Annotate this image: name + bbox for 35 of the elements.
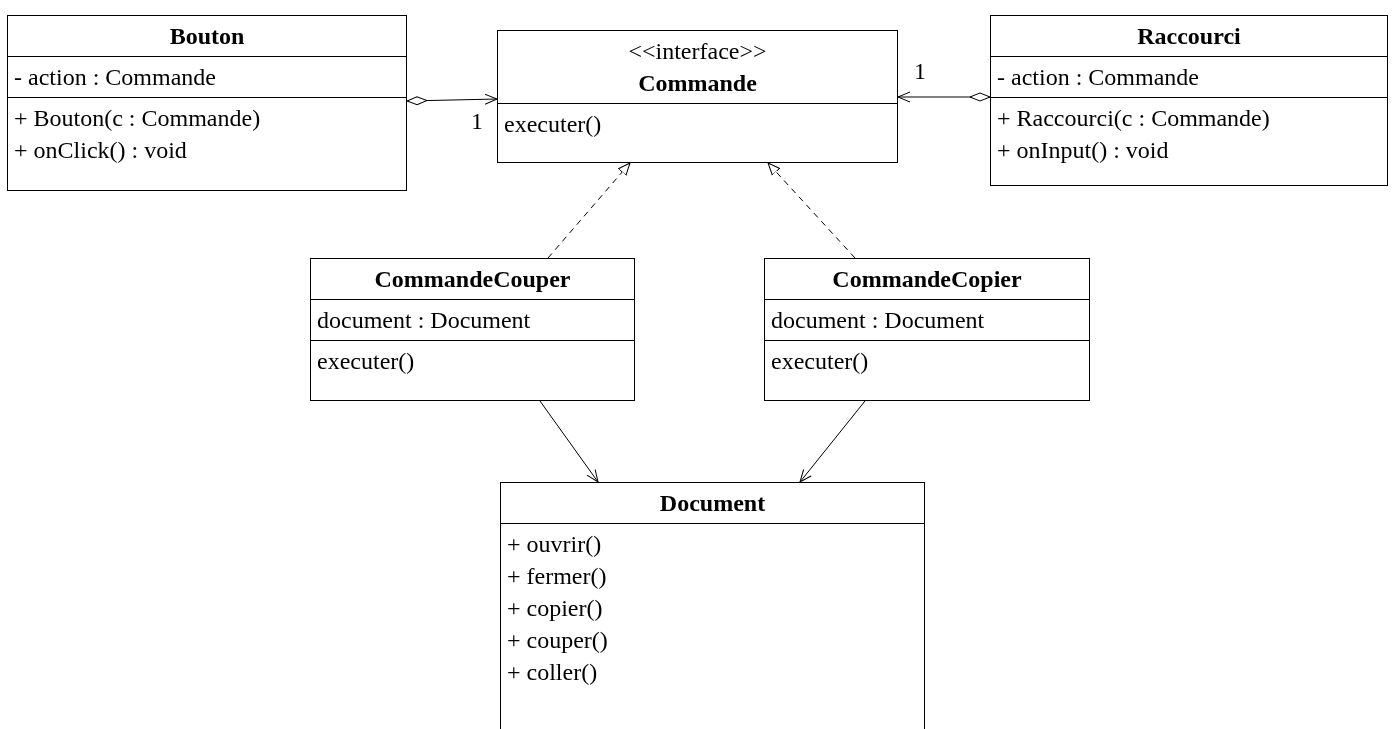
- class-box: [500, 482, 925, 729]
- method-text: + onInput() : void: [997, 136, 1170, 165]
- class-box: [310, 258, 635, 401]
- attribute-text: - action : Commande: [997, 63, 1200, 92]
- method-text: + Bouton(c : Commande): [14, 104, 262, 133]
- attribute-text: document : Document: [317, 306, 532, 335]
- method-text: + onClick() : void: [14, 136, 188, 165]
- class-box: [7, 15, 407, 191]
- class-name: Bouton: [168, 22, 246, 51]
- method-text: + couper(): [507, 626, 609, 655]
- method-text: + ouvrir(): [507, 530, 603, 559]
- realization-arrow: [767, 162, 856, 259]
- realization-arrow: [547, 162, 631, 259]
- method-text: + copier(): [507, 594, 604, 623]
- aggregation-arrow: [897, 91, 991, 103]
- method-text: + fermer(): [507, 562, 608, 591]
- class-name: Commande: [637, 69, 758, 98]
- class-name: Document: [658, 489, 767, 518]
- association-arrow: [539, 400, 599, 483]
- method-text: + coller(): [507, 658, 599, 687]
- method-text: executer(): [317, 347, 416, 376]
- aggregation-arrow: [406, 93, 498, 106]
- stereotype-text: <<interface>>: [627, 37, 768, 66]
- class-name: CommandeCopier: [831, 265, 1023, 294]
- attribute-text: - action : Commande: [14, 63, 217, 92]
- method-text: + Raccourci(c : Commande): [997, 104, 1271, 133]
- association-arrow: [799, 400, 866, 483]
- class-box: [497, 30, 898, 163]
- method-text: executer(): [771, 347, 870, 376]
- class-box: [764, 258, 1090, 401]
- attribute-text: document : Document: [771, 306, 986, 335]
- class-box: [990, 15, 1388, 186]
- class-name: CommandeCouper: [373, 265, 572, 294]
- class-name: Raccourci: [1136, 22, 1242, 51]
- method-text: executer(): [504, 110, 603, 139]
